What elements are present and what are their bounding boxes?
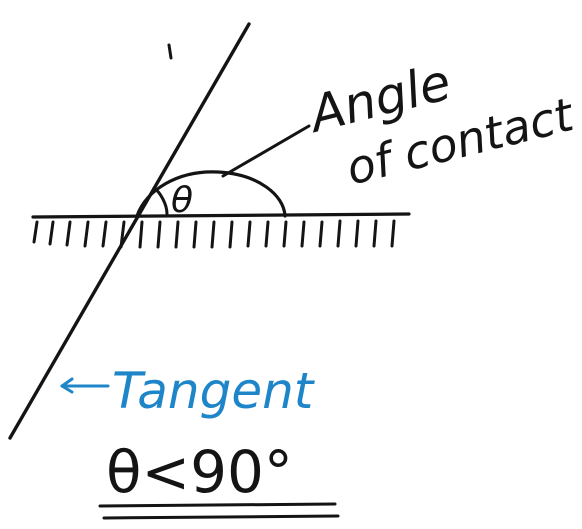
stray-mark <box>167 43 173 60</box>
condition-underline-1 <box>98 502 337 508</box>
angle-condition: θ<90° <box>106 438 293 506</box>
theta-symbol: θ <box>171 180 193 221</box>
surface-hatching <box>32 219 396 249</box>
condition-underline-2 <box>102 514 340 520</box>
tangent-arrow-icon <box>60 377 110 394</box>
angle-of-contact-label: Angle of contact <box>301 53 580 196</box>
annotation-pointer <box>221 124 311 178</box>
surface-line <box>31 212 411 219</box>
angle-arc <box>152 186 169 216</box>
droplet-outline <box>135 170 287 218</box>
tangent-label: Tangent <box>112 362 316 420</box>
tangent-line <box>8 22 251 440</box>
